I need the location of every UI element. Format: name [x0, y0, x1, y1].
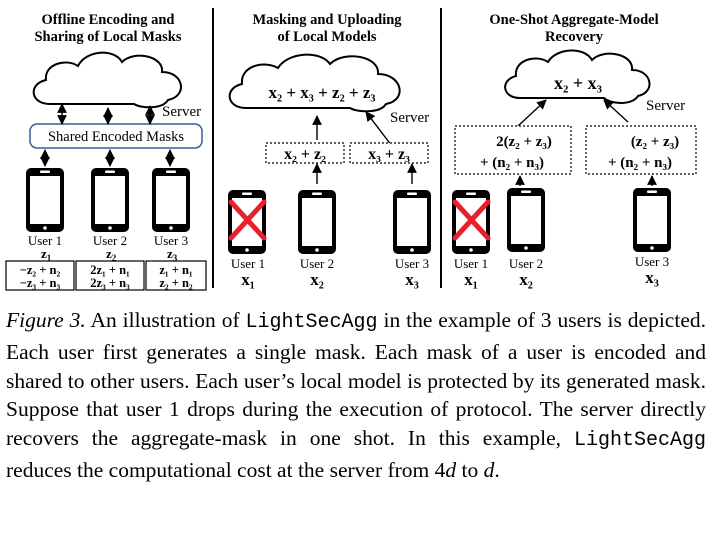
left-title-line2: Sharing of Local Masks [34, 29, 181, 45]
mid-user3-name: User 3 [395, 256, 429, 271]
encoded-cell-user3-line1: z₁ + n₁ [159, 263, 193, 277]
figure-label: Figure 3. [6, 308, 86, 332]
middle-title-line2: of Local Models [277, 29, 376, 45]
right-user3-name: User 3 [635, 254, 669, 269]
shared-masks-label: Shared Encoded Masks [48, 129, 184, 145]
encoded-cell-user1-line1: −z₂ + n₂ [20, 263, 61, 277]
left-cloud-icon [32, 51, 182, 109]
mid-user2-model: x₂ [310, 270, 324, 289]
caption-code-2: LightSecAgg [573, 429, 706, 453]
shared-masks-box [29, 123, 203, 149]
upload-user3-value: x₃ + z₃ [368, 146, 410, 163]
right-cloud-icon [504, 49, 651, 104]
left-server-label: Server [162, 104, 201, 120]
caption-text-2: in the example of 3 users is depicted. E… [6, 308, 706, 451]
left-user1-mask: z1 [41, 246, 52, 263]
right-user1-model: x₁ [464, 270, 478, 289]
caption-text-5: . [494, 457, 500, 482]
encoded-cell-user3 [145, 260, 207, 291]
mid-user1-name: User 1 [231, 256, 265, 271]
right-user2-model: x₂ [519, 270, 533, 289]
right-user1-name: User 1 [454, 256, 488, 271]
user3-phone-icon [152, 168, 190, 232]
panel-offline-encoding: Offline Encoding and Sharing of Local Ma… [5, 12, 207, 291]
recovery-box-user2 [454, 125, 572, 175]
middle-cloud-aggregate: x₂ + x₃ + z₂ + z₃ [268, 83, 375, 102]
caption-code-1: LightSecAgg [245, 311, 378, 334]
middle-server-label: Server [390, 110, 429, 126]
middle-title-line1: Masking and Uploading [252, 12, 402, 28]
left-user2-name: User 2 [93, 233, 127, 248]
user2-phone-icon [91, 168, 129, 232]
mid-user2-name: User 2 [300, 256, 334, 271]
right-cloud-aggregate: x₂ + x₃ [554, 73, 603, 93]
mid-user2-phone-icon [298, 190, 336, 254]
encoded-cell-user1-line2: −z₃ + n₃ [20, 276, 61, 290]
figure-caption: Figure 3. An illustration of LightSecAgg… [6, 306, 706, 485]
encoded-cell-user1 [5, 260, 75, 291]
right-title-line2: Recovery [545, 29, 604, 45]
user1-phone-icon [26, 168, 64, 232]
middle-cloud-icon [228, 53, 401, 113]
left-title-line1: Offline Encoding and [42, 12, 175, 28]
right-user3-phone-icon [633, 188, 671, 252]
caption-text-4: to [456, 457, 484, 482]
recovery-user2-line2: + (n₂ + n₃) [480, 155, 544, 171]
encoded-cell-user2-line1: 2z₁ + n₁ [90, 263, 130, 277]
encoded-cell-user2-line2: 2z₃ + n₃ [90, 276, 130, 290]
mid-user3-model: x₃ [405, 270, 419, 289]
right-user1-dropped-cross-icon [452, 199, 491, 241]
right-user2-name: User 2 [509, 256, 543, 271]
panel-masking-uploading: Masking and Uploading of Local Models x₂… [228, 12, 431, 289]
left-user3-name: User 3 [154, 233, 188, 248]
encoded-cell-user2 [75, 260, 145, 291]
mid-user1-dropped-cross-icon [228, 199, 267, 241]
left-user1-name: User 1 [28, 233, 62, 248]
left-user3-mask: z3 [167, 246, 178, 263]
caption-var-1: d [445, 457, 457, 482]
upload-box-user3 [349, 142, 429, 164]
encoded-cell-user3-line2: z₂ + n₂ [159, 276, 193, 290]
recovery-user3-line2: + (n₂ + n₃) [608, 155, 672, 171]
recovery-user2-line1: 2(z₂ + z₃) [496, 134, 552, 150]
recovery-box-user3 [585, 125, 697, 175]
caption-var-2: d [483, 457, 495, 482]
upload-user2-value: x₂ + z₂ [284, 146, 326, 163]
caption-text-1: An illustration of [85, 308, 246, 332]
recovery-user3-line1: (z₂ + z₃) [631, 134, 679, 150]
upload-box-user2 [265, 142, 345, 164]
right-server-label: Server [646, 98, 685, 114]
mid-user1-model: x₁ [241, 270, 255, 289]
panel-one-shot-recovery: One-Shot Aggregate-Model Recovery x₂ + x… [452, 12, 697, 289]
left-user2-mask: z2 [106, 246, 117, 263]
caption-text-3: reduces the computational cost at the se… [6, 457, 446, 482]
right-user3-model: x₃ [645, 268, 659, 287]
right-user2-phone-icon [507, 188, 545, 252]
right-title-line1: One-Shot Aggregate-Model [489, 12, 658, 28]
lightsecagg-figure: Offline Encoding and Sharing of Local Ma… [5, 8, 697, 291]
mid-user3-phone-icon [393, 190, 431, 254]
